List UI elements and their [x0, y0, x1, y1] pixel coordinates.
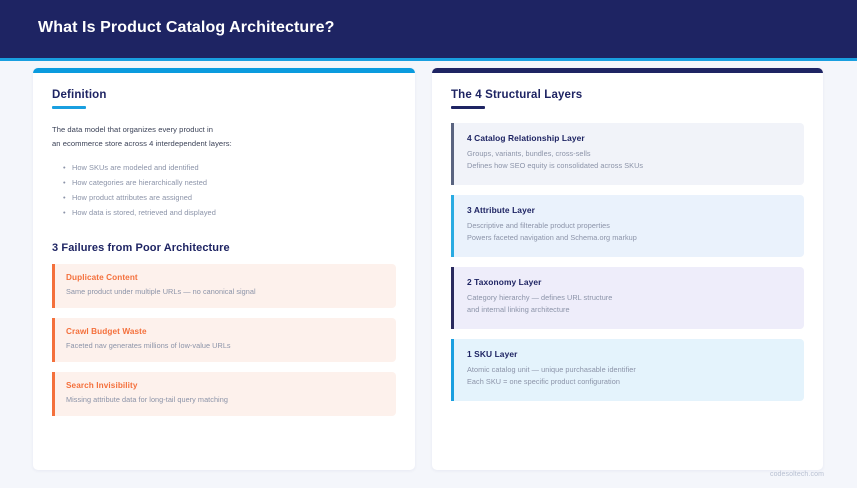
failure-description: Faceted nav generates millions of low-va… — [66, 340, 231, 350]
list-item: How SKUs are modeled and identified — [63, 160, 396, 175]
page-title: What Is Product Catalog Architecture? — [38, 19, 335, 36]
layer-card-catalog-relationship: 4 Catalog Relationship Layer Groups, var… — [451, 122, 804, 185]
failure-title: Crawl Budget Waste — [66, 326, 147, 336]
list-item: How product attributes are assigned — [63, 190, 396, 205]
failure-title: Search Invisibility — [66, 380, 138, 390]
layer-card-taxonomy: 2 Taxonomy Layer Category hierarchy — de… — [451, 266, 804, 329]
layer-line-2: Each SKU = one specific product configur… — [467, 377, 620, 386]
layer-card-sku: 1 SKU Layer Atomic catalog unit — unique… — [451, 338, 804, 401]
failure-title: Duplicate Content — [66, 272, 138, 282]
failure-description: Same product under multiple URLs — no ca… — [66, 286, 256, 296]
layer-line-1: Atomic catalog unit — unique purchasable… — [467, 364, 636, 374]
layer-title: 4 Catalog Relationship Layer — [467, 132, 585, 143]
layer-line-2: Defines how SEO equity is consolidated a… — [467, 161, 644, 170]
header-accent-rule — [0, 58, 857, 61]
definition-card: Definition The data model that organizes… — [33, 68, 415, 470]
layers-list: 4 Catalog Relationship Layer Groups, var… — [451, 122, 804, 401]
structural-layers-card: The 4 Structural Layers 4 Catalog Relati… — [432, 68, 823, 470]
failure-card-crawl-budget-waste: Crawl Budget Waste Faceted nav generates… — [52, 317, 396, 362]
definition-body-line-2: an ecommerce store across 4 interdepende… — [52, 138, 232, 148]
layers-heading-underline — [451, 106, 485, 109]
failures-heading: 3 Failures from Poor Architecture — [52, 241, 230, 254]
layer-line-1: Descriptive and filterable product prope… — [467, 220, 610, 230]
definition-bullet-list: How SKUs are modeled and identified How … — [63, 160, 396, 220]
layer-line-1: Category hierarchy — defines URL structu… — [467, 292, 613, 302]
failure-card-duplicate-content: Duplicate Content Same product under mul… — [52, 263, 396, 308]
layer-line-2: and internal linking architecture — [467, 305, 570, 314]
failure-description: Missing attribute data for long-tail que… — [66, 394, 228, 404]
left-card-accent-bar — [33, 68, 415, 73]
failure-card-search-invisibility: Search Invisibility Missing attribute da… — [52, 371, 396, 416]
layer-card-attribute: 3 Attribute Layer Descriptive and filter… — [451, 194, 804, 257]
layer-line-2: Powers faceted navigation and Schema.org… — [467, 233, 637, 242]
definition-body-line-1: The data model that organizes every prod… — [52, 124, 214, 134]
definition-card-body: Definition The data model that organizes… — [33, 73, 415, 426]
definition-heading-underline — [52, 106, 86, 109]
definition-heading: Definition — [52, 89, 107, 101]
footer-credit: codesoltech.com — [769, 471, 824, 478]
layers-heading: The 4 Structural Layers — [451, 89, 583, 101]
layer-title: 3 Attribute Layer — [467, 204, 535, 215]
layer-line-1: Groups, variants, bundles, cross-sells — [467, 148, 591, 158]
layer-title: 2 Taxonomy Layer — [467, 276, 542, 287]
layer-title: 1 SKU Layer — [467, 348, 518, 359]
structural-layers-card-body: The 4 Structural Layers 4 Catalog Relati… — [432, 73, 823, 411]
list-item: How categories are hierarchically nested — [63, 175, 396, 190]
right-card-accent-bar — [432, 68, 823, 73]
list-item: How data is stored, retrieved and displa… — [63, 205, 396, 220]
page-header: What Is Product Catalog Architecture? — [0, 0, 857, 58]
